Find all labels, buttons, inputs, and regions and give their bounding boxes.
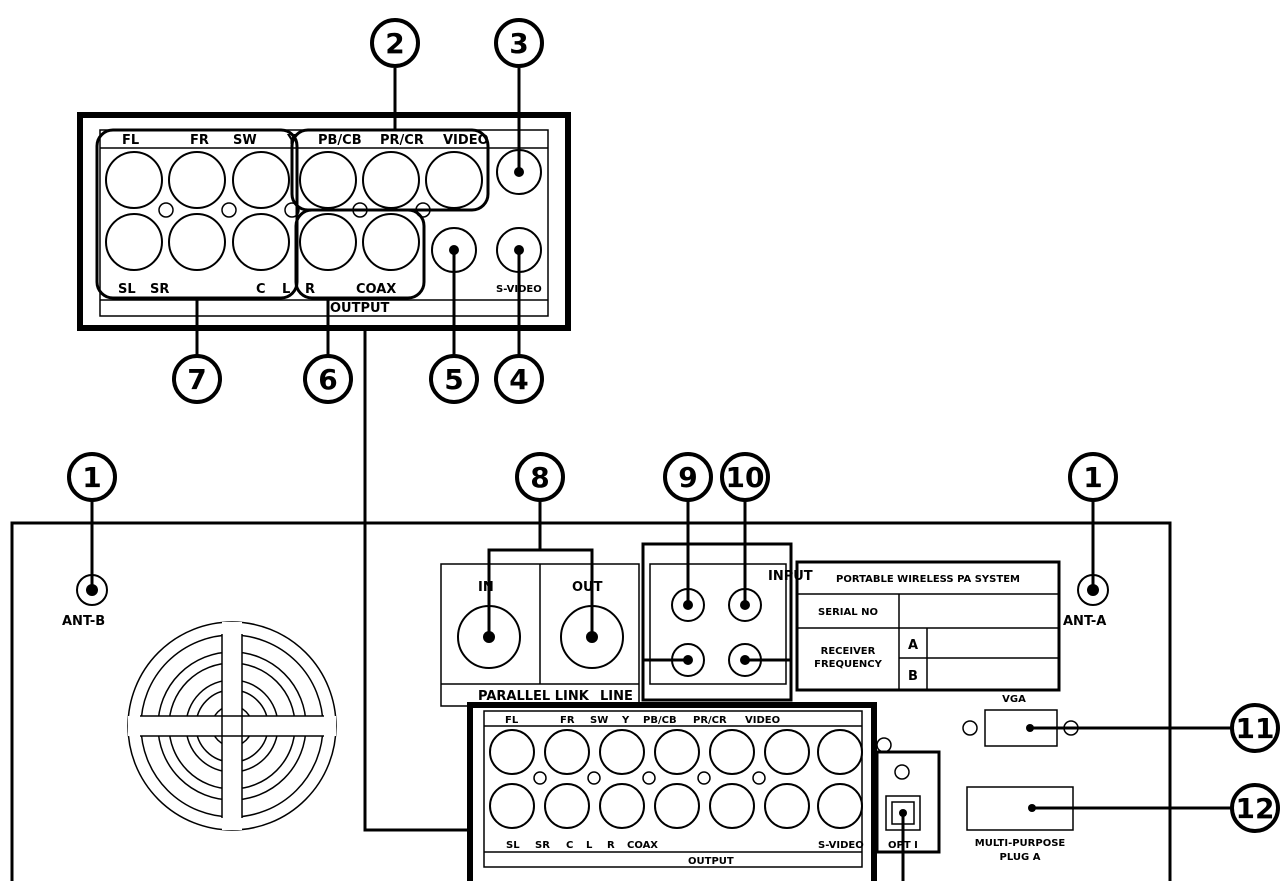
jack-pbcb xyxy=(362,151,420,209)
jack-r xyxy=(362,213,420,271)
rear-label-y: Y xyxy=(621,715,630,726)
info-frequency: FREQUENCY xyxy=(814,659,883,670)
output-label-fl: FL xyxy=(122,133,139,148)
jack-l xyxy=(299,213,357,271)
jack-c xyxy=(232,213,290,271)
svg-text:11: 11 xyxy=(1236,712,1275,745)
callout-2: 2 xyxy=(370,18,420,68)
callout-1-right: 1 xyxy=(1068,452,1118,502)
group-audio-coax xyxy=(294,208,426,300)
rear-label-sw: SW xyxy=(590,715,608,726)
rear-label-sr: SR xyxy=(535,840,550,851)
callout-10: 10 xyxy=(720,452,770,502)
rear-output-footer: OUTPUT xyxy=(688,856,734,867)
info-row-b: B xyxy=(908,669,918,684)
top-leader-lines xyxy=(195,68,521,832)
output-label-r: R xyxy=(305,282,315,297)
info-row-a: A xyxy=(908,638,918,653)
parallel-out-label: OUT xyxy=(572,580,603,595)
svg-text:5: 5 xyxy=(444,363,463,396)
output-label-fr: FR xyxy=(190,133,209,148)
callout-6: 6 xyxy=(303,354,353,404)
info-table: PORTABLE WIRELESS PA SYSTEM SERIAL NO RE… xyxy=(795,560,1061,692)
rear-label-fr: FR xyxy=(560,715,575,726)
vga-label: VGA xyxy=(1002,694,1026,705)
jack-fl xyxy=(105,151,163,209)
callout-8: 8 xyxy=(515,452,565,502)
rear-label-c: C xyxy=(566,840,573,851)
svg-text:6: 6 xyxy=(318,363,337,396)
svg-text:12: 12 xyxy=(1236,792,1275,825)
svg-text:3: 3 xyxy=(509,27,528,60)
rear-label-coax: COAX xyxy=(627,840,658,851)
svg-text:9: 9 xyxy=(678,461,697,494)
vga-port: VGA xyxy=(962,694,1232,747)
antenna-b-label: ANT-B xyxy=(62,614,105,629)
info-title: PORTABLE WIRELESS PA SYSTEM xyxy=(836,574,1020,585)
output-label-coax: COAX xyxy=(356,282,396,297)
enlarged-output-panel: FL FR SW Y PB/CB PR/CR VIDEO SL SR xyxy=(77,112,571,331)
jack-sl xyxy=(105,213,163,271)
callout-11: 11 xyxy=(1230,703,1280,753)
svg-text:2: 2 xyxy=(385,27,404,60)
callout-markers: 2 3 7 6 5 4 1 8 xyxy=(67,18,1280,833)
rear-panel: ANT-B ANT-A IN xyxy=(10,500,1232,881)
jack-sr xyxy=(168,213,226,271)
svg-text:4: 4 xyxy=(509,363,528,396)
parallel-link-box: IN OUT PARALLEL LINK LINE xyxy=(440,500,640,707)
rear-label-prcr: PR/CR xyxy=(693,715,727,726)
callout-9: 9 xyxy=(663,452,713,502)
output-label-sr: SR xyxy=(150,282,169,297)
svg-text:8: 8 xyxy=(530,461,549,494)
jack-fr xyxy=(168,151,226,209)
plug-a-label: PLUG A xyxy=(1000,852,1041,863)
rear-label-s-video: S-VIDEO xyxy=(818,840,864,851)
output-label-l: L xyxy=(282,282,290,297)
rear-label-l: L xyxy=(586,840,593,851)
input-box: INPUT xyxy=(641,500,813,702)
rear-label-pbcb: PB/CB xyxy=(643,715,677,726)
rear-output-panel: FL FR SW Y PB/CB PR/CR VIDEO xyxy=(467,702,941,881)
output-label-video: VIDEO xyxy=(443,133,489,148)
multi-purpose-label: MULTI-PURPOSE xyxy=(975,838,1066,849)
fan-grille xyxy=(127,621,337,831)
svg-text:1: 1 xyxy=(82,461,101,494)
antenna-a-label: ANT-A xyxy=(1063,614,1106,629)
multi-purpose-plug: MULTI-PURPOSE PLUG A xyxy=(966,786,1232,863)
parallel-link-footer: PARALLEL LINK xyxy=(478,689,590,704)
svg-text:1: 1 xyxy=(1083,461,1102,494)
parallel-in-label: IN xyxy=(478,580,494,595)
info-serial: SERIAL NO xyxy=(818,607,878,618)
parallel-link-line: LINE xyxy=(600,689,633,704)
svg-text:7: 7 xyxy=(187,363,206,396)
output-label-c: C xyxy=(256,282,266,297)
info-receiver: RECEIVER xyxy=(821,646,876,657)
callout-4: 4 xyxy=(494,354,544,404)
rear-label-sl: SL xyxy=(506,840,520,851)
callout-7: 7 xyxy=(172,354,222,404)
callout-3: 3 xyxy=(494,18,544,68)
rear-label-r: R xyxy=(607,840,615,851)
callout-5: 5 xyxy=(429,354,479,404)
callout-1-left: 1 xyxy=(67,452,117,502)
callout-12: 12 xyxy=(1230,783,1280,833)
jack-y xyxy=(299,151,357,209)
rear-label-video: VIDEO xyxy=(745,715,780,726)
output-label-prcr: PR/CR xyxy=(380,133,424,148)
output-label-pbcb: PB/CB xyxy=(318,133,362,148)
jack-sw xyxy=(232,151,290,209)
input-label: INPUT xyxy=(768,569,813,584)
rear-label-fl: FL xyxy=(505,715,519,726)
output-label-sw: SW xyxy=(233,133,257,148)
svg-text:10: 10 xyxy=(726,461,765,494)
output-label-sl: SL xyxy=(118,282,136,297)
jack-prcr xyxy=(425,151,483,209)
output-panel-footer: OUTPUT xyxy=(330,301,390,316)
